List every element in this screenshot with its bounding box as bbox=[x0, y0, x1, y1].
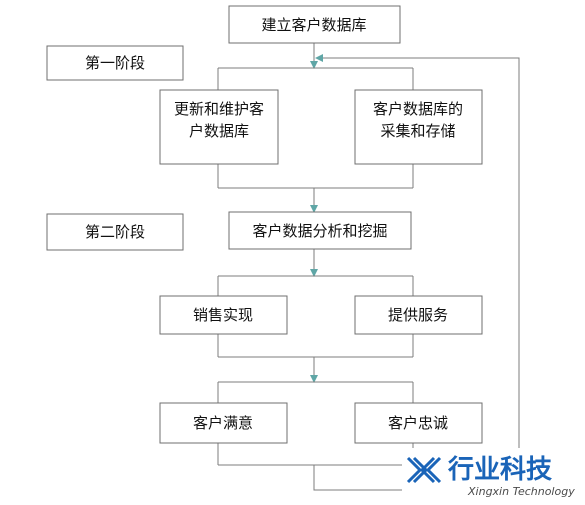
node-analyze-label: 客户数据分析和挖掘 bbox=[252, 222, 387, 240]
node-stage-2: 第二阶段 bbox=[46, 213, 184, 251]
node-analyze: 客户数据分析和挖掘 bbox=[228, 211, 412, 250]
connectors bbox=[217, 43, 520, 491]
node-sales-label: 销售实现 bbox=[193, 306, 253, 324]
company-logo: 行业科技 Xingxin Technology bbox=[402, 448, 580, 500]
node-update-db: 更新和维护客 户数据库 bbox=[159, 89, 279, 165]
node-service: 提供服务 bbox=[354, 295, 483, 335]
node-service-label: 提供服务 bbox=[388, 306, 448, 324]
node-build-db: 建立客户数据库 bbox=[228, 5, 401, 44]
node-satisfaction-label: 客户满意 bbox=[193, 414, 253, 432]
node-stage-2-label: 第二阶段 bbox=[85, 223, 145, 241]
logo-name-en: Xingxin Technology bbox=[467, 485, 575, 498]
node-loyalty: 客户忠诚 bbox=[354, 402, 483, 444]
node-update-db-line1: 更新和维护客 bbox=[174, 100, 264, 118]
node-build-db-label: 建立客户数据库 bbox=[261, 16, 366, 34]
node-update-db-line2: 户数据库 bbox=[189, 122, 249, 140]
node-sales: 销售实现 bbox=[159, 295, 288, 335]
logo-mark-icon bbox=[406, 456, 442, 484]
node-collect-store: 客户数据库的 采集和存储 bbox=[354, 89, 483, 165]
node-collect-store-line2: 采集和存储 bbox=[380, 122, 455, 140]
node-stage-1: 第一阶段 bbox=[46, 45, 184, 81]
node-stage-1-label: 第一阶段 bbox=[85, 54, 145, 72]
node-loyalty-label: 客户忠诚 bbox=[388, 414, 448, 432]
node-satisfaction: 客户满意 bbox=[159, 402, 288, 444]
logo-name-cn: 行业科技 bbox=[447, 454, 552, 485]
node-collect-store-line1: 客户数据库的 bbox=[373, 100, 463, 118]
